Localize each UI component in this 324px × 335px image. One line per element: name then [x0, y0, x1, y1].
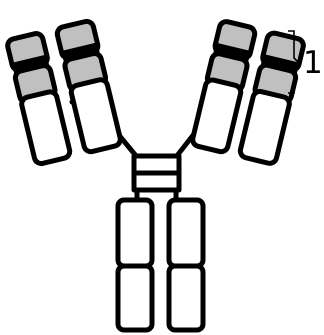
fc-region: [115, 197, 206, 333]
left-inner-constant-domain: [68, 77, 123, 155]
right-outer-constant-domain: [237, 88, 292, 166]
right-arm-outer-chain: [237, 30, 306, 166]
region-annotation: 1: [288, 30, 323, 94]
left-arm-outer-chain: [5, 31, 73, 167]
right-arm: [190, 19, 306, 166]
fc-right-lower-domain: [166, 263, 206, 333]
right-inner-constant-domain: [190, 77, 244, 155]
fc-left-lower-domain: [115, 263, 155, 333]
annotation-bracket: [288, 30, 300, 94]
left-arm: [5, 18, 123, 167]
annotation-label: 1: [303, 45, 323, 81]
left-outer-constant-domain: [19, 89, 73, 167]
hinge-region: [131, 153, 182, 205]
right-arm-inner-chain: [190, 19, 258, 155]
fc-right-upper-domain: [166, 197, 206, 269]
left-arm-inner-chain: [54, 18, 123, 155]
fc-left-upper-domain: [115, 197, 155, 269]
antibody-structure: [5, 18, 306, 333]
